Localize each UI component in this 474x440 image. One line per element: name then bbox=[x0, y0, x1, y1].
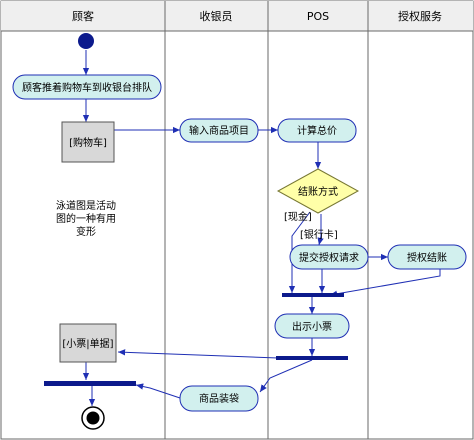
lane-title-auth-service: 授权服务 bbox=[398, 9, 442, 23]
activity-auth-checkout-label: 授权结账 bbox=[407, 251, 447, 264]
activity-pack-goods: 商品装袋 bbox=[179, 385, 259, 412]
note-line-2: 图的一种有用 bbox=[56, 212, 116, 225]
end-node bbox=[81, 406, 105, 430]
edge-decision-cash bbox=[288, 211, 311, 293]
activity-show-receipt: 出示小票 bbox=[274, 313, 350, 339]
note-line-3: 变形 bbox=[76, 225, 96, 238]
decision-pay-method-label: 结账方式 bbox=[298, 185, 338, 198]
activity-calc-total: 计算总价 bbox=[277, 118, 357, 143]
object-receipt: [小票|单据] bbox=[59, 323, 117, 363]
activity-submit-auth: 提交授权请求 bbox=[289, 244, 369, 270]
fork-bar-receipt bbox=[276, 356, 348, 360]
decision-pay-method: 结账方式 bbox=[276, 168, 360, 214]
edge-decision-card bbox=[317, 214, 324, 246]
activity-calc-total-label: 计算总价 bbox=[297, 124, 337, 137]
object-cart-label: [购物车] bbox=[69, 136, 107, 149]
object-cart: [购物车] bbox=[61, 121, 115, 163]
activity-push-cart-label: 顾客推着购物车到收银台排队 bbox=[22, 81, 152, 94]
lane-header-band bbox=[1, 1, 473, 31]
edge-bar-to-receipt-object bbox=[117, 349, 279, 359]
join-bar-final bbox=[44, 381, 136, 386]
note-line-1: 泳道图是活动 bbox=[56, 199, 116, 212]
object-receipt-label: [小票|单据] bbox=[62, 337, 113, 350]
start-node bbox=[78, 33, 94, 49]
activity-pack-goods-label: 商品装袋 bbox=[199, 392, 239, 405]
activity-push-cart: 顾客推着购物车到收银台排队 bbox=[12, 74, 162, 100]
activity-input-items: 输入商品项目 bbox=[179, 118, 259, 143]
activity-auth-checkout: 授权结账 bbox=[387, 244, 467, 270]
activity-input-items-label: 输入商品项目 bbox=[189, 124, 249, 137]
activity-submit-auth-label: 提交授权请求 bbox=[299, 251, 359, 264]
edge-auth-to-bar bbox=[329, 269, 441, 297]
activity-show-receipt-label: 出示小票 bbox=[292, 320, 332, 333]
guard-card: [银行卡] bbox=[300, 228, 338, 241]
join-bar-payment bbox=[282, 293, 344, 297]
lane-title-pos: POS bbox=[307, 10, 329, 23]
lane-title-customer: 顾客 bbox=[72, 9, 94, 23]
edge-pack-goods-to-bar bbox=[135, 383, 181, 399]
edge-bar-to-pack-goods bbox=[259, 359, 313, 393]
guard-cash: [现金] bbox=[284, 210, 312, 223]
lane-title-cashier: 收银员 bbox=[200, 9, 233, 23]
